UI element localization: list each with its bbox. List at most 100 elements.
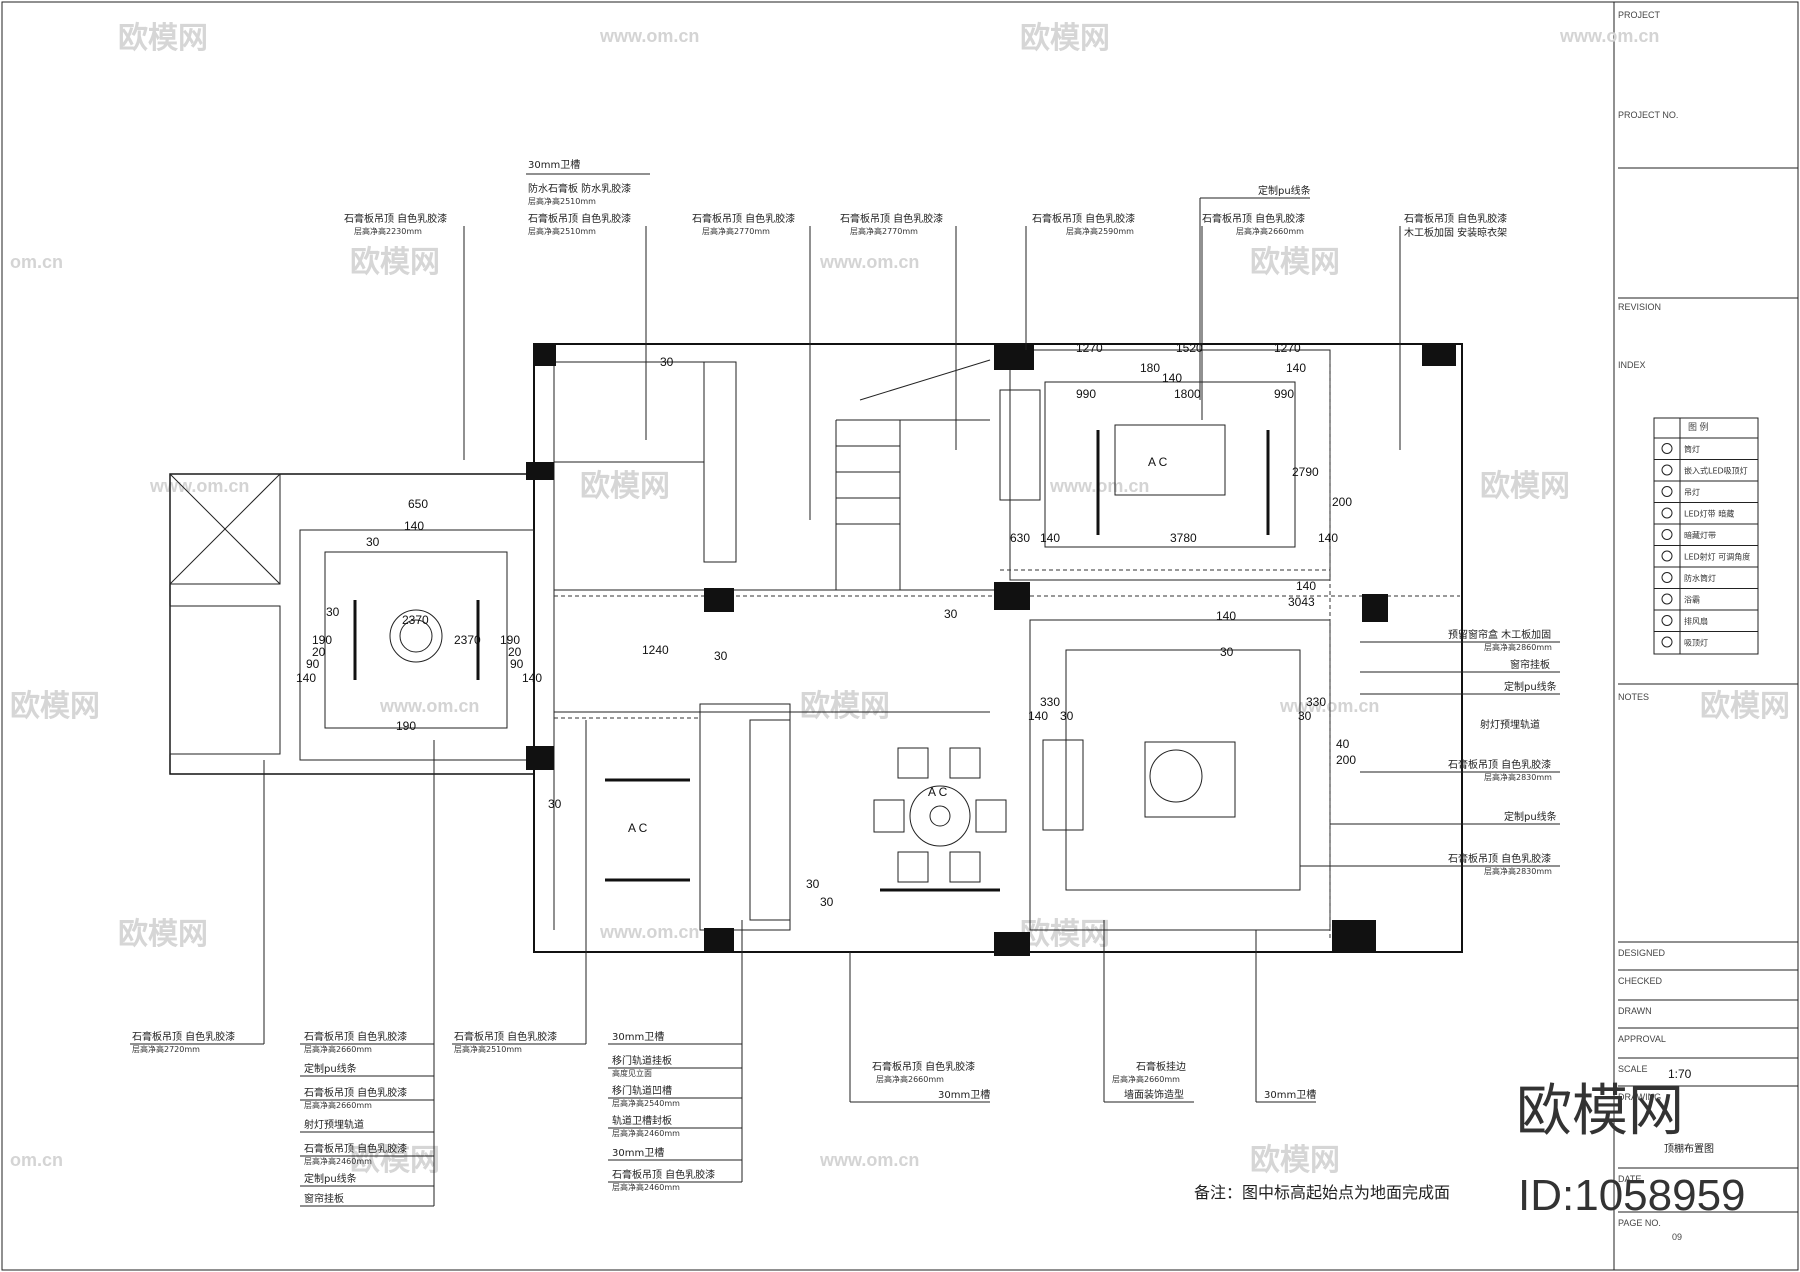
floor-plan xyxy=(169,343,1463,956)
dimension: 190 xyxy=(500,633,520,647)
watermark-brand: 欧模网 xyxy=(1250,1143,1340,1178)
annotation-label: 石膏板吊顶 自色乳胶漆 xyxy=(454,1030,557,1043)
room-left-ceiling xyxy=(299,529,535,761)
annotation-label: 石膏板吊顶 自色乳胶漆 xyxy=(872,1060,975,1073)
annotation-label: 30mm卫槽 xyxy=(612,1146,664,1159)
watermark-url: www.om.cn xyxy=(819,1150,919,1170)
watermark-brand: 欧模网 xyxy=(1020,917,1110,952)
annotation-sublabel: 层高净高2830mm xyxy=(1484,772,1552,782)
annotation-sublabel: 层高净高2590mm xyxy=(1066,226,1134,236)
watermark-brand: 欧模网 xyxy=(118,917,208,952)
annotation-sublabel: 层高净高2460mm xyxy=(612,1182,680,1192)
dimension: 90 xyxy=(306,657,320,671)
chandelier-symbol xyxy=(389,609,443,663)
dimension: 650 xyxy=(408,497,428,511)
annotation-sublabel: 层高净高2510mm xyxy=(454,1044,522,1054)
annotation-label: 石膏板吊顶 自色乳胶漆 xyxy=(528,212,631,225)
dimension: 140 xyxy=(1028,709,1048,723)
watermark-layer: 欧模网 www.om.cn 欧模网 www.om.cn om.cn 欧模网 ww… xyxy=(10,21,1790,1178)
annotation-label: 定制pu线条 xyxy=(1258,184,1311,197)
annotation-label: 石膏板吊顶 自色乳胶漆 xyxy=(1448,758,1551,771)
tb-page-no: PAGE NO. xyxy=(1618,1218,1661,1228)
watermark-brand: 欧模网 xyxy=(350,1143,440,1178)
annotation-label: 石膏板吊顶 自色乳胶漆 xyxy=(1202,212,1305,225)
dimension: 190 xyxy=(396,719,416,733)
dimension: 1270 xyxy=(1076,341,1103,355)
legend-item-label: 吸顶灯 xyxy=(1684,638,1708,648)
dimension: 30 xyxy=(1060,709,1074,723)
legend-item-label: LED射灯 可调角度 xyxy=(1684,552,1750,562)
annotation-label: 石膏板吊顶 自色乳胶漆 xyxy=(840,212,943,225)
dimension: 30 xyxy=(548,797,562,811)
legend-symbol-icon xyxy=(1661,464,1673,476)
annotation-label: 定制pu线条 xyxy=(1504,680,1557,693)
watermark-brand: 欧模网 xyxy=(1480,469,1570,504)
tb-revision: REVISION xyxy=(1618,302,1661,312)
dimension: 30 xyxy=(1298,709,1312,723)
annotation-label: 石膏板吊顶 自色乳胶漆 xyxy=(1032,212,1135,225)
watermark-brand: 欧模网 xyxy=(1250,245,1340,280)
tb-checked: CHECKED xyxy=(1618,976,1663,986)
dimension: 2790 xyxy=(1292,465,1319,479)
annotation-sublabel: 层高净高2230mm xyxy=(354,226,422,236)
tb-index: INDEX xyxy=(1618,360,1646,370)
tb-drawing: DRAWING xyxy=(1618,1092,1661,1102)
annotation-label: 射灯预埋轨道 xyxy=(1480,718,1540,731)
stamp-brand: 欧模网 xyxy=(1516,1079,1684,1144)
annotation-sublabel: 层高净高2770mm xyxy=(702,226,770,236)
annotation-sublabel: 层高净高2660mm xyxy=(304,1044,372,1054)
watermark-url: www.om.cn xyxy=(599,26,699,46)
legend-item-label: 浴霸 xyxy=(1684,595,1700,605)
annotation-sublabel: 层高净高2660mm xyxy=(1236,226,1304,236)
annotation-label: 移门轨道凹槽 xyxy=(612,1084,672,1097)
annotation-sublabel: 木工板加固 安装晾衣架 xyxy=(1404,226,1507,239)
annotation-sublabel: 层高净高2660mm xyxy=(876,1074,944,1084)
annotation-label: 石膏板吊顶 自色乳胶漆 xyxy=(612,1168,715,1181)
tb-drawing-title: 顶棚布置图 xyxy=(1664,1142,1714,1155)
annotation-label: 防水石膏板 防水乳胶漆 xyxy=(528,182,631,195)
room-living xyxy=(1029,619,1331,931)
annotation-sublabel: 层高净高2510mm xyxy=(528,196,596,206)
legend-symbol-icon xyxy=(1661,593,1673,605)
annotation-sublabel: 层高净高2860mm xyxy=(1484,642,1552,652)
room-bath xyxy=(553,361,705,463)
dimension: 180 xyxy=(1140,361,1160,375)
watermark-url: om.cn xyxy=(10,252,63,272)
legend-symbol-icon xyxy=(1661,615,1673,626)
staircase xyxy=(835,359,991,590)
tb-date: DATE xyxy=(1618,1174,1641,1184)
room-kitchen xyxy=(699,703,791,931)
legend-symbol-icon xyxy=(1661,636,1673,648)
dimension: 140 xyxy=(1286,361,1306,375)
dimension: 140 xyxy=(1040,531,1060,545)
tb-designed: DESIGNED xyxy=(1618,948,1666,958)
watermark-brand: 欧模网 xyxy=(800,689,890,724)
legend-item-label: 嵌入式LED吸顶灯 xyxy=(1684,466,1748,476)
annotation-label: 墙面装饰造型 xyxy=(1124,1088,1184,1101)
room-label-ac: A C xyxy=(928,785,948,799)
annotation-label: 轨道卫槽封板 xyxy=(612,1114,672,1127)
annotation-sublabel: 层高净高2770mm xyxy=(850,226,918,236)
dimension: 30 xyxy=(820,895,834,909)
dimension: 200 xyxy=(1336,753,1356,767)
dimension: 1800 xyxy=(1174,387,1201,401)
dimension: 30 xyxy=(714,649,728,663)
room-left-lower xyxy=(169,605,281,755)
sofa xyxy=(1042,739,1084,831)
annotation-label: 移门轨道挂板 xyxy=(612,1054,672,1067)
annotation-sublabel: 层高净高2720mm xyxy=(132,1044,200,1054)
watermark-brand: 欧模网 xyxy=(10,689,100,724)
legend-symbol-icon xyxy=(1661,529,1673,540)
annotation-sublabel: 层高净高2830mm xyxy=(1484,866,1552,876)
watermark-brand: 欧模网 xyxy=(350,245,440,280)
dimension: 990 xyxy=(1274,387,1294,401)
watermark-url: www.om.cn xyxy=(1559,26,1659,46)
footnote: 备注：图中标高起始点为地面完成面 xyxy=(1194,1183,1450,1202)
dimension: 30 xyxy=(806,877,820,891)
dimension: 30 xyxy=(660,355,674,369)
dimension: 2370 xyxy=(454,633,481,647)
title-block: PROJECT PROJECT NO. REVISION INDEX NOTES… xyxy=(1618,10,1798,1242)
legend-symbol-icon xyxy=(1661,443,1673,454)
legend-item-label: 防水筒灯 xyxy=(1684,573,1716,583)
